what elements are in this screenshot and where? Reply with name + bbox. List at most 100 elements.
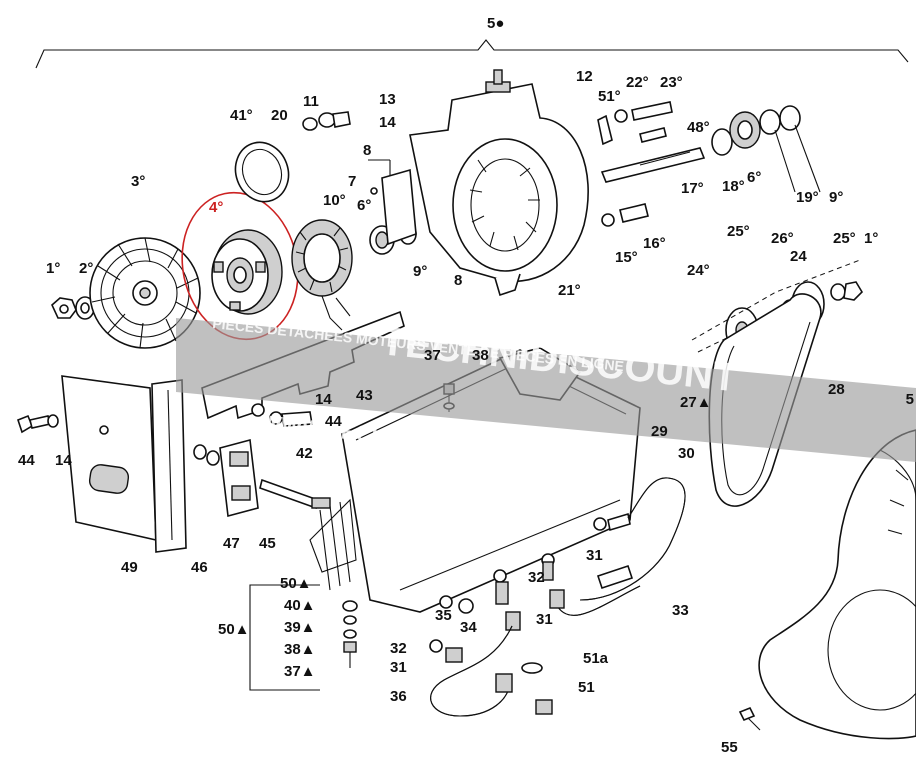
callout-c26: 26°: [771, 230, 794, 247]
fittings-32-31: [493, 569, 521, 631]
hose-36: [430, 625, 513, 717]
callout-c17: 17°: [681, 180, 704, 197]
callout-c15: 15°: [615, 249, 638, 266]
callout-c23: 23°: [660, 74, 683, 91]
callout-labels: 5●121314112041°22°23°51°48°873°4°10°6°17…: [18, 15, 914, 756]
stator-coil: [291, 219, 353, 331]
callout-c44a: 44: [325, 413, 342, 430]
crankshaft: [600, 105, 821, 193]
callout-c47: 47: [223, 535, 240, 552]
callout-c31b: 31: [536, 611, 553, 628]
callout-c8b: 8: [454, 272, 462, 289]
callout-c1a: 1°: [864, 230, 878, 247]
callout-c51c: 51: [578, 679, 595, 696]
fittings-lower-left: [429, 639, 463, 663]
hose-33: [541, 553, 641, 616]
hardware-stack: [249, 584, 358, 691]
callout-c24b: 24°: [687, 262, 710, 279]
callout-c24a: 24: [790, 248, 807, 265]
callout-c41: 41°: [230, 107, 253, 124]
callout-c36: 36: [390, 688, 407, 705]
callout-c10: 10°: [323, 192, 346, 209]
callout-c37b: 37▲: [284, 663, 316, 680]
callout-c4: 4°: [209, 199, 223, 216]
callout-c3: 3°: [131, 173, 145, 190]
callout-c55: 55: [721, 739, 738, 756]
oring-plug: [521, 662, 553, 715]
flywheel-rotor: [211, 229, 283, 315]
mount-bracket: [368, 159, 417, 246]
bolt-29: [593, 512, 631, 532]
callout-c48: 48°: [687, 119, 710, 136]
callout-c28: 28: [828, 381, 845, 398]
callout-c43: 43: [356, 387, 373, 404]
callout-c16: 16°: [643, 235, 666, 252]
assembly-bracket: [35, 39, 909, 69]
ring-gear: [234, 141, 290, 203]
callout-c2: 2°: [79, 260, 93, 277]
callout-c40: 40▲: [284, 597, 316, 614]
callout-c49: 49: [121, 559, 138, 576]
pin-42: [259, 478, 331, 510]
side-bracket: [151, 379, 187, 553]
callout-c12: 12: [576, 68, 593, 85]
callout-c19: 19°: [796, 189, 819, 206]
bolt-washer-left: [17, 414, 59, 434]
callout-c45: 45: [259, 535, 276, 552]
cooling-fan: [89, 237, 201, 349]
callout-c14a: 14: [379, 114, 396, 131]
callout-c22: 22°: [626, 74, 649, 91]
callout-c20: 20: [271, 107, 288, 124]
bolt-washer-top: [302, 111, 351, 131]
callout-c11: 11: [303, 93, 319, 110]
callout-c31a: 31: [586, 547, 603, 564]
washers-35-34: [439, 595, 474, 614]
callout-c35: 35: [435, 607, 452, 624]
hose-30: [579, 477, 686, 601]
callout-c9a: 9°: [829, 189, 843, 206]
callout-c14b: 14: [315, 391, 332, 408]
callout-c27: 27▲: [680, 394, 712, 411]
nut-washer-left: [51, 296, 95, 320]
callout-c8a: 8: [363, 142, 371, 159]
callout-c18: 18°: [722, 178, 745, 195]
callout-c25b: 25°: [833, 230, 856, 247]
callout-c1b: 1°: [46, 260, 60, 277]
callout-c51b: 51a: [583, 650, 609, 667]
callout-c6a: 6°: [357, 197, 371, 214]
right-housing: [758, 429, 916, 740]
callout-c25a: 25°: [727, 223, 750, 240]
callout-c29: 29: [651, 423, 668, 440]
cover-plate-left: [61, 375, 157, 542]
watermark-band: [176, 318, 916, 462]
callout-c7: 7: [348, 173, 356, 190]
callout-c30: 30: [678, 445, 695, 462]
callout-c44b: 44: [18, 452, 35, 469]
callout-c14c: 14: [55, 452, 72, 469]
callout-c42: 42: [296, 445, 313, 462]
washers-47: [193, 444, 220, 466]
callout-c50a: 50▲: [280, 575, 312, 592]
callout-c32b: 32: [390, 640, 407, 657]
callout-c38: 38: [472, 347, 489, 364]
callout-c33: 33: [672, 602, 689, 619]
callout-c6b: 6°: [747, 169, 761, 186]
callout-c34: 34: [460, 619, 477, 636]
callout-c9b: 9°: [413, 263, 427, 280]
callout-c21: 21°: [558, 282, 581, 299]
callout-c37a: 37: [424, 347, 441, 364]
callout-c31c: 31: [390, 659, 407, 676]
bolts-middle: [251, 403, 313, 427]
callout-c51a: 51°: [598, 88, 621, 105]
fan-housing: [409, 69, 589, 297]
callout-c13: 13: [379, 91, 396, 108]
bolt-washer-mid: [601, 203, 649, 227]
callout-c46: 46: [191, 559, 208, 576]
callout-c32a: 32: [528, 569, 545, 586]
callout-c5: 5●: [487, 15, 504, 32]
callout-c39: 39▲: [284, 619, 316, 636]
small-parts-top-right: [597, 101, 673, 146]
callout-c50b: 50▲: [218, 621, 250, 638]
callout-c5b: 5: [906, 391, 914, 408]
